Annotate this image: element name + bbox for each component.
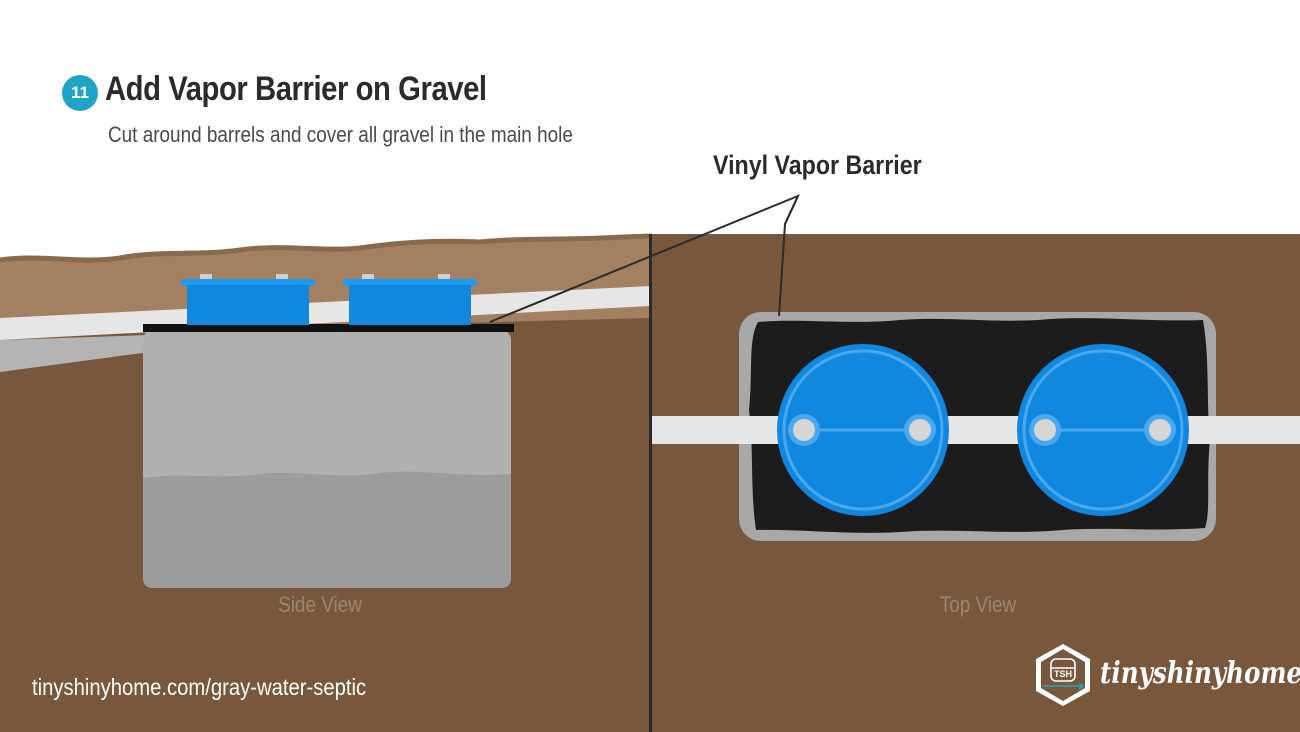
- barrel-top-1: [777, 344, 949, 516]
- gravel-trench: [0, 335, 150, 372]
- step-number-badge: 11: [62, 75, 98, 111]
- side-view-panel: [0, 233, 651, 732]
- arrow-icon: [1043, 682, 1085, 690]
- hill-edge: [0, 233, 651, 263]
- pipe-top: [651, 416, 1300, 444]
- barrel-top-2: [1017, 344, 1189, 516]
- step-subtitle: Cut around barrels and cover all gravel …: [108, 122, 573, 147]
- top-view-caption: Top View: [939, 592, 1017, 617]
- step-title: Add Vapor Barrier on Gravel: [105, 70, 487, 108]
- barrel-side-2: [343, 274, 477, 325]
- top-view-panel: [651, 234, 1300, 732]
- logo-text: TSH: [1054, 669, 1072, 679]
- bus-icon: [1050, 658, 1076, 682]
- brand-wordmark: tinyshinyhome: [1100, 656, 1300, 691]
- logo-hexagon-icon: [1036, 644, 1090, 706]
- side-view-caption: Side View: [278, 592, 362, 617]
- callout-lines: [489, 194, 800, 323]
- footer-url: tinyshinyhome.com/gray-water-septic: [32, 674, 367, 700]
- gravel-lower: [143, 471, 511, 588]
- barrel-side-1: [181, 274, 315, 325]
- vapor-barrier-side: [143, 324, 514, 332]
- panel-divider: [649, 234, 652, 732]
- callout-label: Vinyl Vapor Barrier: [713, 150, 922, 180]
